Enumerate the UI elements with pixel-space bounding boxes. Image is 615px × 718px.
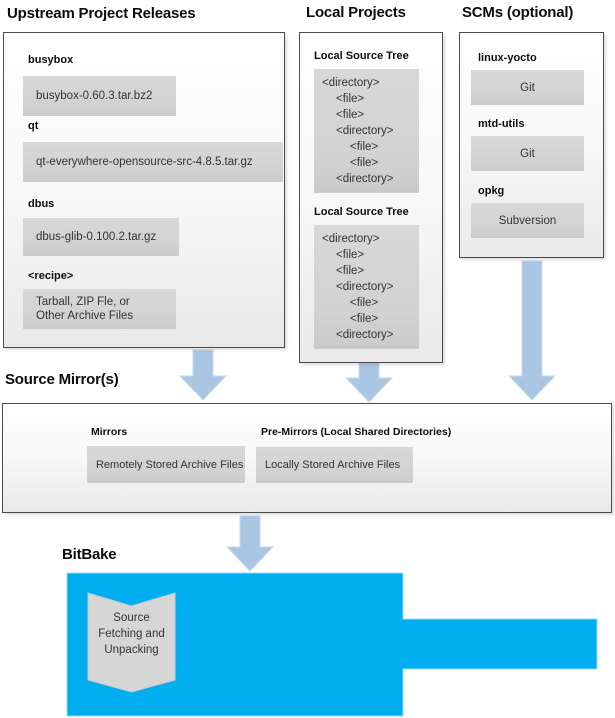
upstream-item-file: Tarball, ZIP Fle, or Other Archive Files [23, 289, 176, 329]
local-projects-panel: Local Source Tree <directory> <file> <fi… [299, 32, 443, 363]
source-mirrors-panel: Mirrors Remotely Stored Archive Files Pr… [2, 403, 612, 513]
arrow-mirrors-to-bitbake [225, 515, 275, 572]
tree-line: <file> [336, 265, 365, 277]
tree-line: <file> [350, 297, 379, 309]
tree-line: <file> [336, 93, 365, 105]
scms-title: SCMs (optional) [462, 4, 574, 21]
tree-line: <directory> [336, 125, 394, 137]
upstream-item-label: <recipe> [28, 270, 74, 282]
upstream-item-label: qt [28, 120, 39, 132]
scm-item-tool: Git [471, 70, 584, 105]
tree-line: <directory> [336, 281, 394, 293]
local-source-tree: <directory> <file> <file> <directory> <f… [314, 69, 419, 193]
arrow-local-to-mirrors [344, 362, 394, 403]
premirrors-box: Locally Stored Archive Files [256, 447, 413, 483]
scms-panel: linux-yocto Git mtd-utils Git opkg Subve… [459, 32, 604, 258]
tree-line: <directory> [322, 233, 380, 245]
scm-item-tool: Git [471, 136, 584, 171]
scm-item-label: linux-yocto [478, 52, 537, 64]
tree-line: <file> [350, 141, 379, 153]
tree-line: <file> [336, 109, 365, 121]
mirrors-box: Remotely Stored Archive Files [87, 446, 245, 483]
local-source-tree: <directory> <file> <file> <directory> <f… [314, 225, 419, 349]
arrow-upstream-to-mirrors [178, 349, 228, 401]
upstream-item-file: busybox-0.60.3.tar.bz2 [23, 76, 176, 116]
tree-line: <file> [350, 313, 379, 325]
source-mirrors-title: Source Mirror(s) [5, 371, 119, 388]
upstream-item-file: dbus-glib-0.100.2.tar.gz [23, 218, 179, 256]
scm-item-label: mtd-utils [478, 118, 525, 130]
upstream-item-file: qt-everywhere-opensource-src-4.8.5.tar.g… [23, 142, 283, 182]
tree-line: <directory> [322, 77, 380, 89]
tree-line: <file> [350, 157, 379, 169]
tree-line: <file> [336, 249, 365, 261]
local-source-tree-heading: Local Source Tree [314, 50, 409, 62]
local-projects-title: Local Projects [306, 4, 406, 21]
source-fetching-label: Source Fetching and Unpacking [98, 612, 165, 656]
mirrors-label: Mirrors [91, 426, 128, 438]
upstream-item-label: dbus [28, 198, 55, 210]
bitbake-title: BitBake [62, 546, 117, 563]
arrow-scms-to-mirrors [507, 260, 557, 401]
tree-line: <directory> [336, 329, 394, 341]
upstream-item-label: busybox [28, 54, 74, 66]
local-source-tree-heading: Local Source Tree [314, 206, 409, 218]
upstream-title: Upstream Project Releases [7, 5, 196, 22]
upstream-panel: busybox busybox-0.60.3.tar.bz2 qt qt-eve… [3, 32, 285, 348]
premirrors-label: Pre-Mirrors (Local Shared Directories) [261, 426, 452, 438]
scm-item-tool: Subversion [471, 203, 584, 238]
scm-item-label: opkg [478, 185, 505, 197]
tree-line: <directory> [336, 173, 394, 185]
